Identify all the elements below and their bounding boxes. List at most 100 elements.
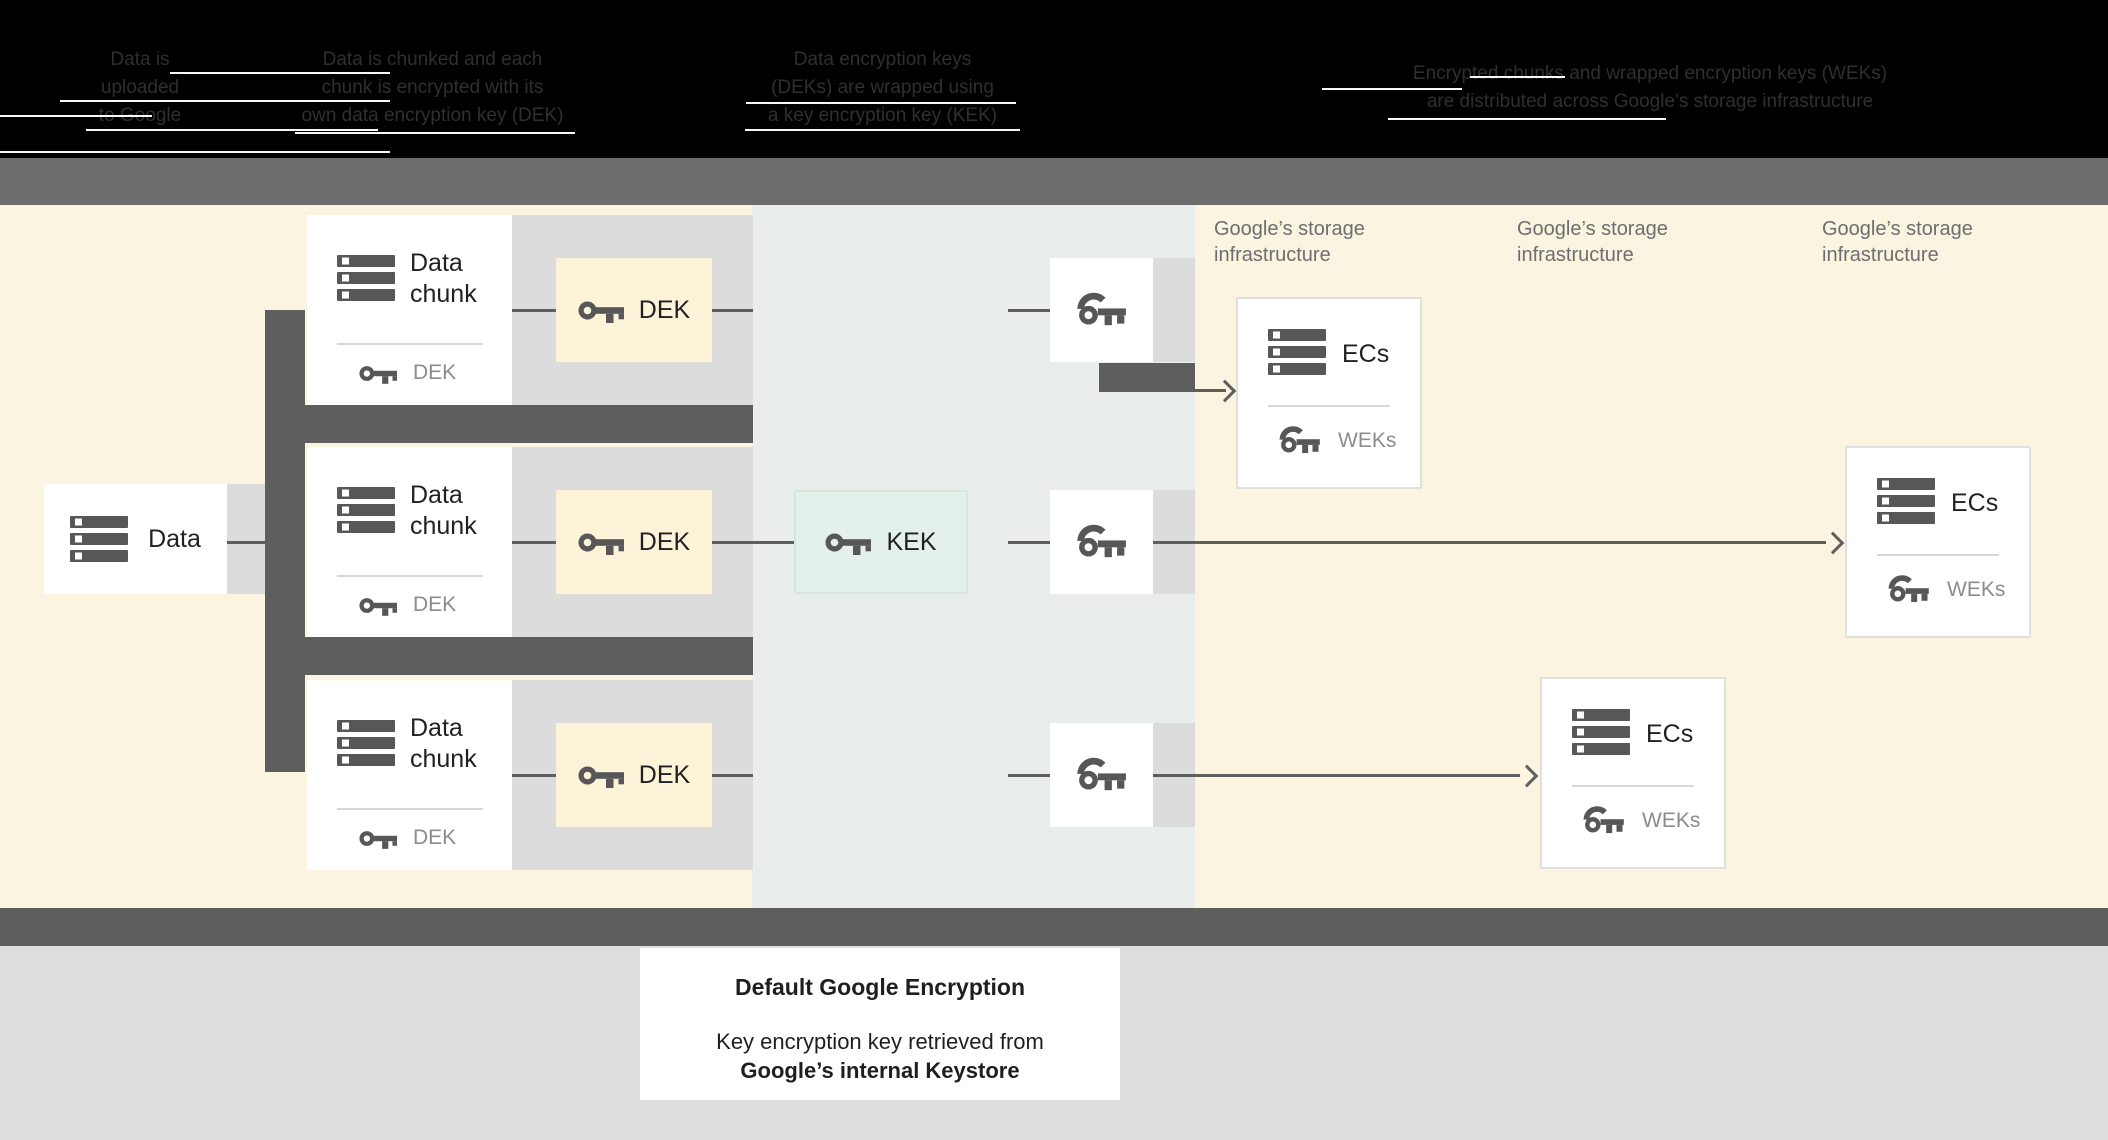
card-divider xyxy=(1877,554,1999,556)
glitch-streak xyxy=(86,129,378,131)
diagram-area: Data Data chunk DEK DEK xyxy=(0,205,2108,908)
chunk-dek-row: DEK xyxy=(359,826,456,850)
card-divider xyxy=(337,343,483,345)
header-step-3-line: (DEKs) are wrapped using xyxy=(771,77,994,98)
data-box-backdrop xyxy=(227,484,265,594)
storage-infra-label: Google’s storage infrastructure xyxy=(1214,218,1365,266)
dek-to-kek-line xyxy=(712,541,794,544)
wek-row: WEKs xyxy=(1582,805,1700,836)
header-step-1-line: uploaded xyxy=(100,77,180,98)
data-chunk-card: Data chunk DEK xyxy=(307,215,512,405)
header-step-3-line: Data encryption keys xyxy=(793,49,972,70)
chunk-to-dek-line xyxy=(512,774,556,777)
header-step-2: Data is chunked and each chunk is encryp… xyxy=(285,46,580,130)
glitch-streak xyxy=(745,129,1020,131)
ec-card: ECs WEKs xyxy=(1236,297,1422,489)
wek-row: WEKs xyxy=(1278,425,1396,456)
chunk-dek-label: DEK xyxy=(413,361,457,384)
data-box-label: Data xyxy=(148,524,201,553)
glitch-streak xyxy=(1470,76,1565,78)
wrapped-key-icon xyxy=(1887,574,1931,605)
header-banner: Data is uploaded to Google Data is chunk… xyxy=(0,0,2108,158)
data-chunk-title: Data chunk xyxy=(410,481,477,540)
wek-row: WEKs xyxy=(1887,574,2005,605)
arrowhead-icon xyxy=(1515,764,1539,788)
data-to-trunk-line xyxy=(227,541,265,544)
ec-card: ECs WEKs xyxy=(1540,677,1726,869)
row-connector-bar xyxy=(265,405,753,443)
data-chunk-title: Data chunk xyxy=(410,249,477,308)
wrapped-key-icon xyxy=(1582,805,1626,836)
glitch-streak xyxy=(746,102,1016,104)
servers-icon xyxy=(70,516,129,562)
glitch-streak xyxy=(1322,88,1462,90)
arrow-line xyxy=(1153,541,1826,544)
servers-icon xyxy=(337,255,395,301)
trunk-connector xyxy=(265,310,305,772)
ec-title: ECs xyxy=(1646,720,1694,748)
kek-box: KEK xyxy=(794,490,968,594)
keybox-backdrop xyxy=(1153,258,1195,362)
wrapped-key-icon xyxy=(1076,291,1128,329)
key-icon xyxy=(359,594,397,617)
glitch-streak xyxy=(170,72,390,74)
caption-body: Key encryption key retrieved from Google… xyxy=(640,1027,1120,1085)
storage-infra-label: Google’s storage infrastructure xyxy=(1517,218,1668,266)
chunk-dek-label: DEK xyxy=(413,826,457,849)
dek-box: DEK xyxy=(556,490,712,594)
ec-card: ECs WEKs xyxy=(1845,446,2031,638)
servers-icon xyxy=(1877,478,1935,524)
card-divider xyxy=(337,808,483,810)
servers-icon xyxy=(337,487,395,533)
glitch-streak xyxy=(295,132,575,134)
chunk-dek-row: DEK xyxy=(359,361,456,385)
wrapped-key-out-bar xyxy=(1099,363,1195,392)
wrapped-key-box xyxy=(1050,490,1153,594)
caption-line: Google’s internal Keystore xyxy=(740,1058,1020,1083)
header-step-3-line: a key encryption key (KEK) xyxy=(767,105,998,126)
wrapped-key-box xyxy=(1050,723,1153,827)
header-step-1: Data is uploaded to Google xyxy=(60,46,220,130)
footer-area: Default Google Encryption Key encryption… xyxy=(0,946,2108,1140)
wek-label: WEKs xyxy=(1947,577,2006,601)
key-icon xyxy=(825,529,872,556)
arrowhead-icon xyxy=(1213,379,1237,403)
data-box: Data xyxy=(44,484,227,594)
data-chunk-title: Data chunk xyxy=(410,714,477,773)
chunk-dek-row: DEK xyxy=(359,593,456,617)
storage-infra-label: Google’s storage infrastructure xyxy=(1822,218,1973,266)
keybox-in-line xyxy=(1008,774,1050,777)
glitch-streak xyxy=(0,151,390,153)
arrow-line xyxy=(1195,389,1226,392)
key-icon xyxy=(359,362,397,385)
kek-box-label: KEK xyxy=(886,527,937,556)
chunk-to-dek-line xyxy=(512,309,556,312)
top-divider-bar xyxy=(0,158,2108,205)
wrapped-key-icon xyxy=(1278,425,1322,456)
dek-box-label: DEK xyxy=(638,527,691,556)
dek-box: DEK xyxy=(556,723,712,827)
wek-label: WEKs xyxy=(1642,808,1701,832)
keybox-in-line xyxy=(1008,309,1050,312)
header-step-4-line: Encrypted chunks and wrapped encryption … xyxy=(1412,63,1888,84)
glitch-streak xyxy=(0,115,152,117)
key-icon xyxy=(578,297,624,324)
dek-box-label: DEK xyxy=(638,295,691,324)
keybox-in-line xyxy=(1008,541,1050,544)
data-chunk-card: Data chunk DEK xyxy=(307,447,512,637)
chunk-dek-label: DEK xyxy=(413,593,457,616)
glitch-streak xyxy=(1388,118,1666,120)
bottom-divider-bar xyxy=(0,908,2108,946)
wrapped-key-icon xyxy=(1076,523,1128,561)
header-step-2-line: own data encryption key (DEK) xyxy=(301,105,564,126)
servers-icon xyxy=(337,720,395,766)
key-icon xyxy=(578,529,624,556)
servers-icon xyxy=(1572,709,1630,755)
card-divider xyxy=(337,575,483,577)
data-chunk-card: Data chunk DEK xyxy=(307,680,512,870)
card-divider xyxy=(1572,785,1694,787)
header-step-4-line: are distributed across Google’s storage … xyxy=(1426,91,1874,112)
dek-out-line xyxy=(712,309,753,312)
wrapped-key-box xyxy=(1050,258,1153,362)
